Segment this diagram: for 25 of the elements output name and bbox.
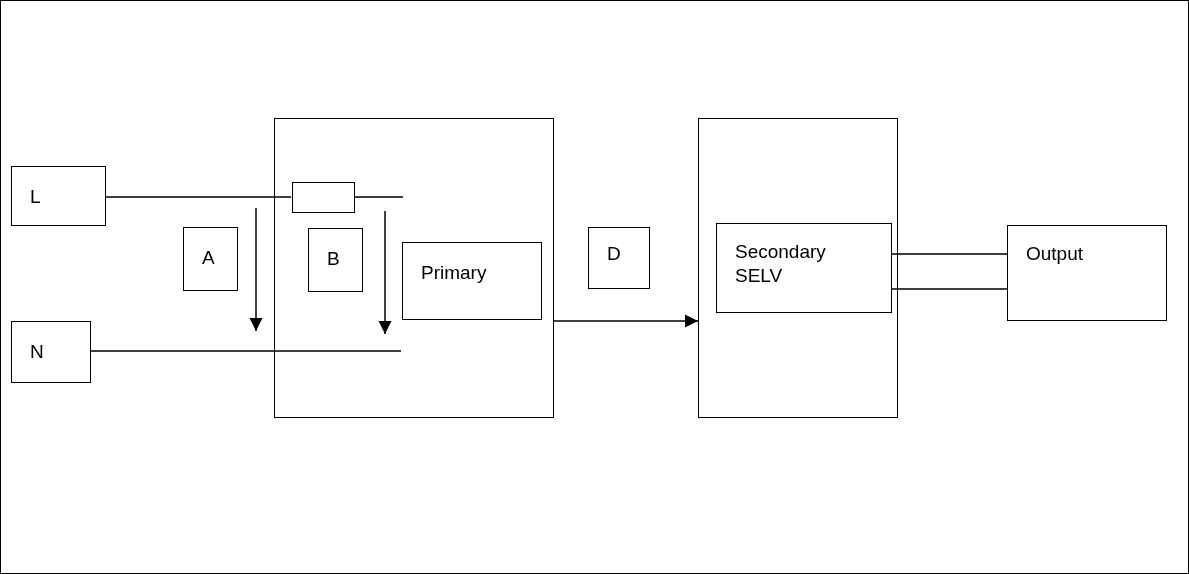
label-box (308, 228, 363, 292)
wire (105, 196, 292, 198)
label-box (716, 223, 892, 313)
enclosure-box (274, 118, 554, 418)
wire (353, 196, 404, 198)
node-label: B (327, 247, 340, 271)
label-box (183, 227, 238, 291)
label-box (1007, 225, 1167, 321)
wire (890, 288, 1008, 290)
node-label: N (30, 340, 44, 364)
wire (90, 350, 402, 352)
label-box (402, 242, 542, 320)
label-box (588, 227, 650, 289)
label-box (11, 321, 91, 383)
node-label: Primary (421, 261, 487, 285)
label-box (11, 166, 106, 226)
enclosure-box (698, 118, 898, 418)
node-label: Output (1026, 242, 1084, 266)
wire (890, 253, 1008, 255)
node-label: A (202, 246, 215, 270)
arrow (553, 314, 699, 328)
node-label: Secondary SELV (735, 240, 827, 288)
fuse-symbol (292, 182, 355, 213)
node-label: D (607, 242, 621, 266)
node-label: L (30, 185, 41, 209)
